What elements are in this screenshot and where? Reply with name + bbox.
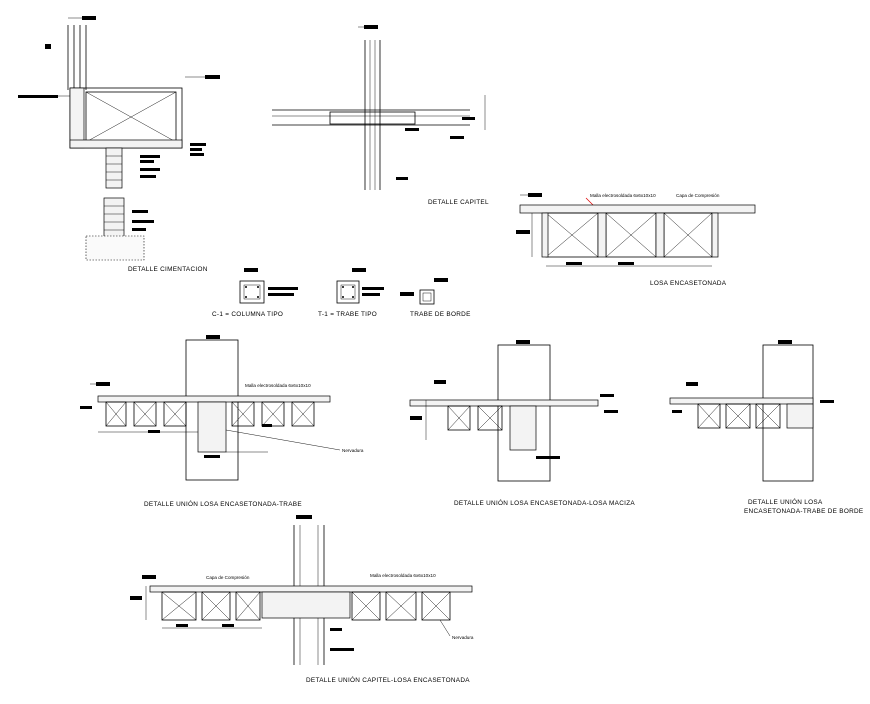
section-title: C-1 = COLUMNA TIPO — [212, 311, 283, 318]
detail-title: DETALLE CAPITEL — [428, 199, 489, 206]
slab-solid-slab-joint-detail: DETALLE UNIÓN LOSA ENCASETONADA-LOSA MAC… — [409, 340, 635, 507]
capital-detail: DETALLE CAPITEL — [272, 25, 489, 206]
slab-beam-joint-detail: Malla electrosoldada 6x6x10x10 Nervadura… — [80, 335, 364, 508]
compression-layer-note: Capa de Compresión — [676, 193, 720, 198]
section-title: TRABE DE BORDE — [410, 311, 471, 318]
detail-title: DETALLE UNIÓN LOSA ENCASETONADA-TRABE — [144, 499, 302, 508]
rib-note: Nervadura — [452, 635, 474, 640]
detail-title: DETALLE CIMENTACION — [128, 266, 208, 273]
detail-title: DETALLE UNIÓN CAPITEL-LOSA ENCASETONADA — [306, 675, 470, 684]
detail-title: LOSA ENCASETONADA — [650, 280, 727, 287]
level-marker — [45, 44, 51, 49]
section-schedule: C-1 = COLUMNA TIPO T-1 = TRABE TIPO TRAB… — [212, 268, 471, 318]
dimension-tag — [82, 16, 96, 20]
rib-note: Nervadura — [342, 448, 364, 453]
soil-pad — [85, 235, 145, 261]
annotation-block — [18, 95, 58, 98]
section-title: T-1 = TRABE TIPO — [318, 311, 377, 318]
slab-edge-beam-joint-detail: DETALLE UNIÓN LOSA ENCASETONADA-TRABE DE… — [669, 340, 863, 515]
foundation-detail: DETALLE CIMENTACION — [18, 16, 220, 273]
mesh-note: Malla electrosoldada 6x6x10x10 — [370, 573, 436, 578]
compression-layer-note: Capa de Compresión — [206, 575, 250, 580]
detail-title-line-1: DETALLE UNIÓN LOSA — [748, 497, 823, 506]
capital-slab-joint-detail: Capa de Compresión Malla electrosoldada … — [130, 515, 474, 684]
mesh-note: Malla electrosoldada 6x6x10x10 — [590, 193, 656, 198]
detail-title: DETALLE UNIÓN LOSA ENCASETONADA-LOSA MAC… — [454, 498, 635, 507]
detail-title-line-2: ENCASETONADA-TRABE DE BORDE — [744, 508, 863, 515]
mesh-note: Malla electrosoldada 6x6x10x10 — [245, 383, 311, 388]
coffered-slab-detail: Malla electrosoldada 6x6x10x10 Capa de C… — [516, 193, 756, 287]
